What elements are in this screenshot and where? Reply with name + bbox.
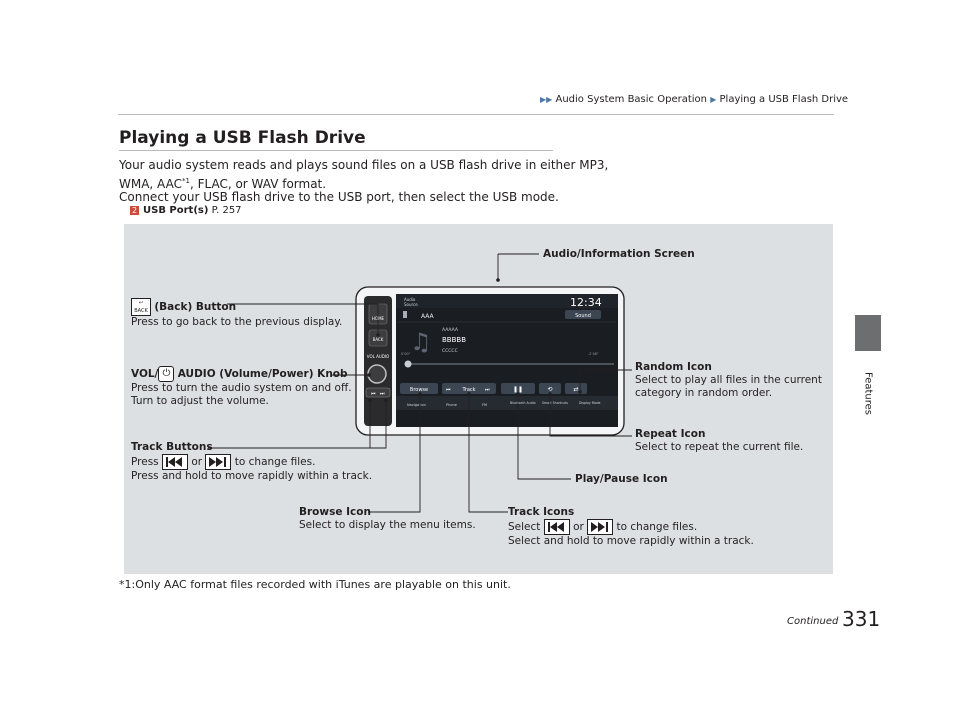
- svg-text:⏮: ⏮: [371, 391, 376, 397]
- section-tab-text: Features: [862, 372, 874, 415]
- svg-text:Smart Shortcuts: Smart Shortcuts: [542, 401, 568, 405]
- skip-forward-icon: [205, 454, 232, 470]
- callout-track-buttons: Track Buttons Press or to change files. …: [131, 441, 373, 482]
- callout-browse-icon: Browse Icon Select to display the menu i…: [299, 506, 476, 531]
- svg-text:⏮: ⏮: [446, 387, 451, 393]
- svg-text:⇄: ⇄: [573, 386, 578, 393]
- sound-button: Sound: [575, 313, 591, 319]
- breadcrumb: ▶▶ Audio System Basic Operation ▶ Playin…: [540, 94, 848, 105]
- breadcrumb-arrow-icon: ▶▶: [540, 95, 553, 104]
- callout-back-button: ↩BACK (Back) Button Press to go back to …: [131, 298, 343, 328]
- svg-text:⏭: ⏭: [485, 387, 490, 393]
- power-icon: ⏻: [158, 366, 175, 382]
- back-key-label: BACK: [373, 337, 384, 342]
- callout-vol-knob: VOL/⏻ AUDIO (Volume/Power) Knob Press to…: [131, 366, 352, 407]
- section-tab-label: Features: [855, 360, 881, 430]
- svg-text:Audio: Audio: [404, 297, 416, 302]
- callout-audio-screen: Audio/Information Screen: [543, 248, 695, 260]
- breadcrumb-parent[interactable]: Audio System Basic Operation: [555, 94, 708, 105]
- section-tab-marker: [855, 315, 881, 351]
- svg-text:Phone: Phone: [446, 403, 457, 407]
- header-divider: [118, 114, 834, 115]
- skip-forward-icon: [587, 519, 614, 535]
- svg-text:Display Mode: Display Mode: [579, 401, 600, 405]
- callout-repeat-icon: Repeat Icon Select to repeat the current…: [635, 428, 804, 453]
- skip-back-icon: [543, 519, 570, 535]
- svg-text:Navigation: Navigation: [407, 403, 426, 407]
- svg-text:❚❚: ❚❚: [513, 386, 523, 393]
- music-note-icon: ♫: [410, 328, 432, 356]
- breadcrumb-current: Playing a USB Flash Drive: [719, 94, 849, 105]
- callout-track-icons: Track Icons Select or to change files. S…: [508, 506, 754, 547]
- svg-text:⏭: ⏭: [380, 391, 385, 397]
- footnote: *1:Only AAC format files recorded with i…: [119, 578, 511, 591]
- track-buttons: [365, 387, 391, 398]
- cross-reference[interactable]: 2 USB Port(s) P. 257: [130, 205, 242, 216]
- head-unit-illustration: HOME BACK VOL AUDIO ⏮ ⏭ Audio Source 12:…: [208, 253, 632, 513]
- intro-line-3: Connect your USB flash drive to the USB …: [119, 190, 559, 204]
- xref-page[interactable]: P. 257: [211, 205, 242, 216]
- reference-icon: 2: [130, 205, 139, 215]
- svg-text:-2'48": -2'48": [588, 352, 599, 356]
- svg-text:⟲: ⟲: [547, 386, 552, 393]
- back-icon: ↩BACK: [131, 298, 151, 316]
- play-pause-icon: [501, 383, 535, 394]
- vol-knob: [367, 364, 387, 384]
- track-icons: [442, 383, 496, 394]
- svg-text:Track: Track: [461, 387, 475, 393]
- screen-line-b: BBBBB: [442, 336, 466, 344]
- intro-text: WMA, AAC: [119, 177, 182, 191]
- intro-text: , FLAC, or WAV format.: [189, 177, 327, 191]
- svg-text:FM: FM: [482, 403, 487, 407]
- vol-key-label: VOL AUDIO: [367, 354, 389, 359]
- screen-folder: AAA: [421, 313, 435, 320]
- title-underline: [119, 150, 553, 151]
- intro-line-1: Your audio system reads and plays sound …: [119, 158, 609, 172]
- screen-line-a: AAAAA: [442, 327, 459, 333]
- xref-label[interactable]: USB Port(s): [143, 205, 209, 216]
- svg-text:0'00": 0'00": [401, 352, 411, 356]
- svg-text:Browse: Browse: [410, 387, 428, 393]
- progress-thumb: [404, 360, 412, 368]
- nav-bar: [396, 396, 618, 410]
- browse-icon: [400, 383, 438, 394]
- breadcrumb-arrow-icon: ▶: [710, 95, 717, 104]
- svg-text:Source: Source: [404, 302, 418, 307]
- screen-line-c: CCCCC: [442, 348, 458, 354]
- screen-clock: 12:34: [570, 296, 602, 309]
- callout-random-icon: Random Icon Select to play all files in …: [635, 361, 822, 399]
- continued-label: Continued: [787, 616, 839, 627]
- svg-text:Bluetooth Audio: Bluetooth Audio: [510, 401, 536, 405]
- footnote-ref[interactable]: *1: [181, 177, 190, 185]
- page-number: 331: [842, 607, 881, 631]
- page-title: Playing a USB Flash Drive: [119, 128, 366, 148]
- intro-line-2: WMA, AAC*1, FLAC, or WAV format.: [119, 173, 326, 192]
- skip-back-icon: [161, 454, 188, 470]
- callout-play-pause: Play/Pause Icon: [575, 473, 668, 485]
- repeat-icon: [539, 383, 561, 394]
